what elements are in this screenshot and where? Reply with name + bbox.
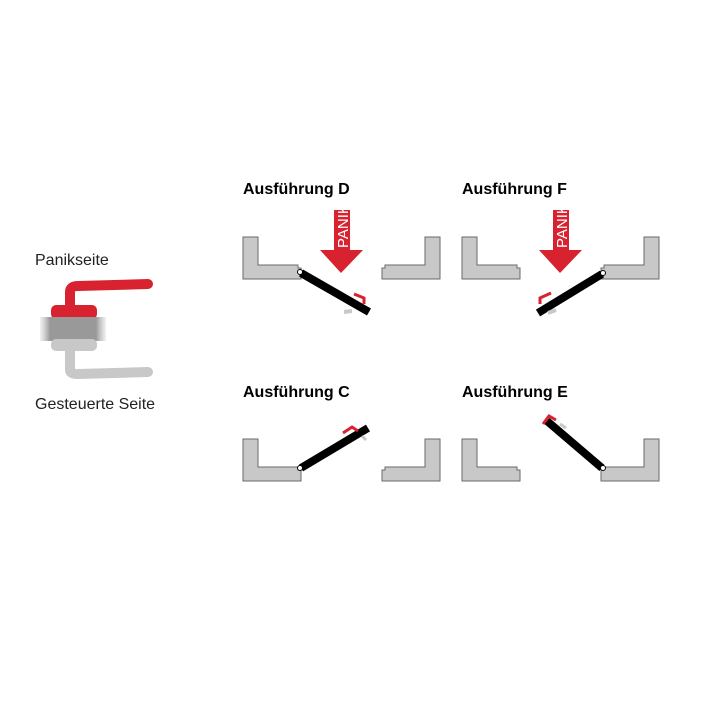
gray-handle-icon [360, 434, 368, 442]
red-handle-icon [541, 414, 557, 425]
gray-handle-icon [547, 308, 557, 315]
door-leaf [298, 424, 371, 472]
door-leaf [299, 269, 371, 316]
door-leaf [544, 417, 605, 472]
variant-title: Ausführung E [462, 384, 568, 401]
door-leaf [535, 270, 605, 317]
door-leaf-section [40, 317, 106, 341]
red-handle-icon [538, 291, 552, 304]
panic-side-label: Panikseite [35, 252, 109, 269]
red-handle-icon [353, 292, 366, 304]
handle-legend: Panikseite Gesteuerte Seite [35, 252, 155, 413]
controlled-side-label: Gesteuerte Seite [35, 396, 155, 413]
variant-c: Ausführung C [242, 384, 441, 482]
variant-title: Ausführung C [243, 384, 350, 401]
variant-f: Ausführung F PANIK [461, 181, 660, 317]
gray-handle-icon [65, 345, 153, 380]
variant-d: Ausführung D PANIK [242, 181, 441, 316]
red-handle-icon [65, 279, 153, 313]
panic-text: PANIK [554, 204, 571, 248]
panic-text: PANIK [335, 204, 352, 248]
gray-handle-icon [559, 422, 567, 430]
variant-title: Ausführung F [462, 181, 567, 198]
gray-handle-icon [343, 309, 353, 314]
variant-e: Ausführung E [461, 384, 660, 482]
red-handle-icon [342, 425, 359, 435]
variant-title: Ausführung D [243, 181, 350, 198]
